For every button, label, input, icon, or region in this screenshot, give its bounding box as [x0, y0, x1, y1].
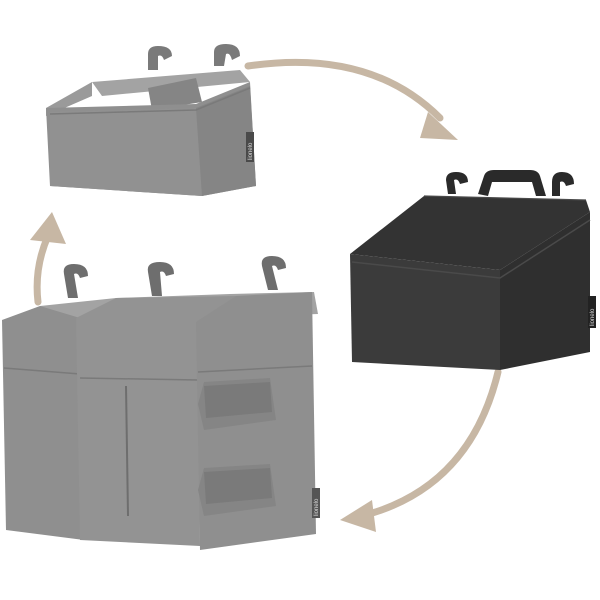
brand-tag-small-basket: lionelo [246, 132, 254, 162]
hook-organizer-1 [63, 264, 88, 298]
dark-carry-box: lionelo [350, 170, 596, 370]
brand-label: lionelo [590, 308, 596, 326]
brand-label: lionelo [314, 498, 320, 516]
carry-box-front [350, 254, 500, 370]
arrow-head-top [420, 112, 458, 140]
curved-arrow-up-icon [33, 232, 52, 306]
organizer-zipper [125, 385, 129, 517]
arrow-head-bottom [340, 500, 376, 532]
curved-arrow-right-down-icon [244, 58, 444, 122]
carry-box-lid [350, 196, 590, 270]
hook-dark-right [552, 172, 574, 196]
organizer-left-pocket [2, 306, 84, 540]
basket-divider [148, 78, 202, 110]
hook-organizer-2 [147, 262, 174, 296]
hook-right [214, 44, 240, 66]
arrow-head-left [30, 212, 66, 244]
arrow-bottom-curved [340, 368, 502, 532]
basket-front-panel [50, 108, 202, 196]
hook-dark-left [446, 172, 468, 194]
carry-handle [478, 170, 546, 196]
brand-tag-organizer: lionelo [312, 488, 320, 518]
hook-left [148, 46, 172, 70]
hook-organizer-3 [261, 256, 286, 290]
brand-tag-carry-box: lionelo [588, 296, 596, 328]
basket-right-side [196, 86, 256, 196]
arrow-top-curved [244, 58, 458, 140]
arrow-left-curved [30, 212, 66, 306]
organizer-middle-pocket [76, 296, 236, 546]
carry-box-right-side [500, 212, 590, 370]
basket-back [92, 70, 250, 96]
curved-arrow-left-down-icon [358, 368, 502, 520]
basket-left-side [46, 82, 92, 116]
small-basket-organizer: lionelo [46, 44, 256, 196]
brand-label: lionelo [248, 142, 254, 160]
large-hanging-organizer: lionelo [2, 256, 320, 550]
